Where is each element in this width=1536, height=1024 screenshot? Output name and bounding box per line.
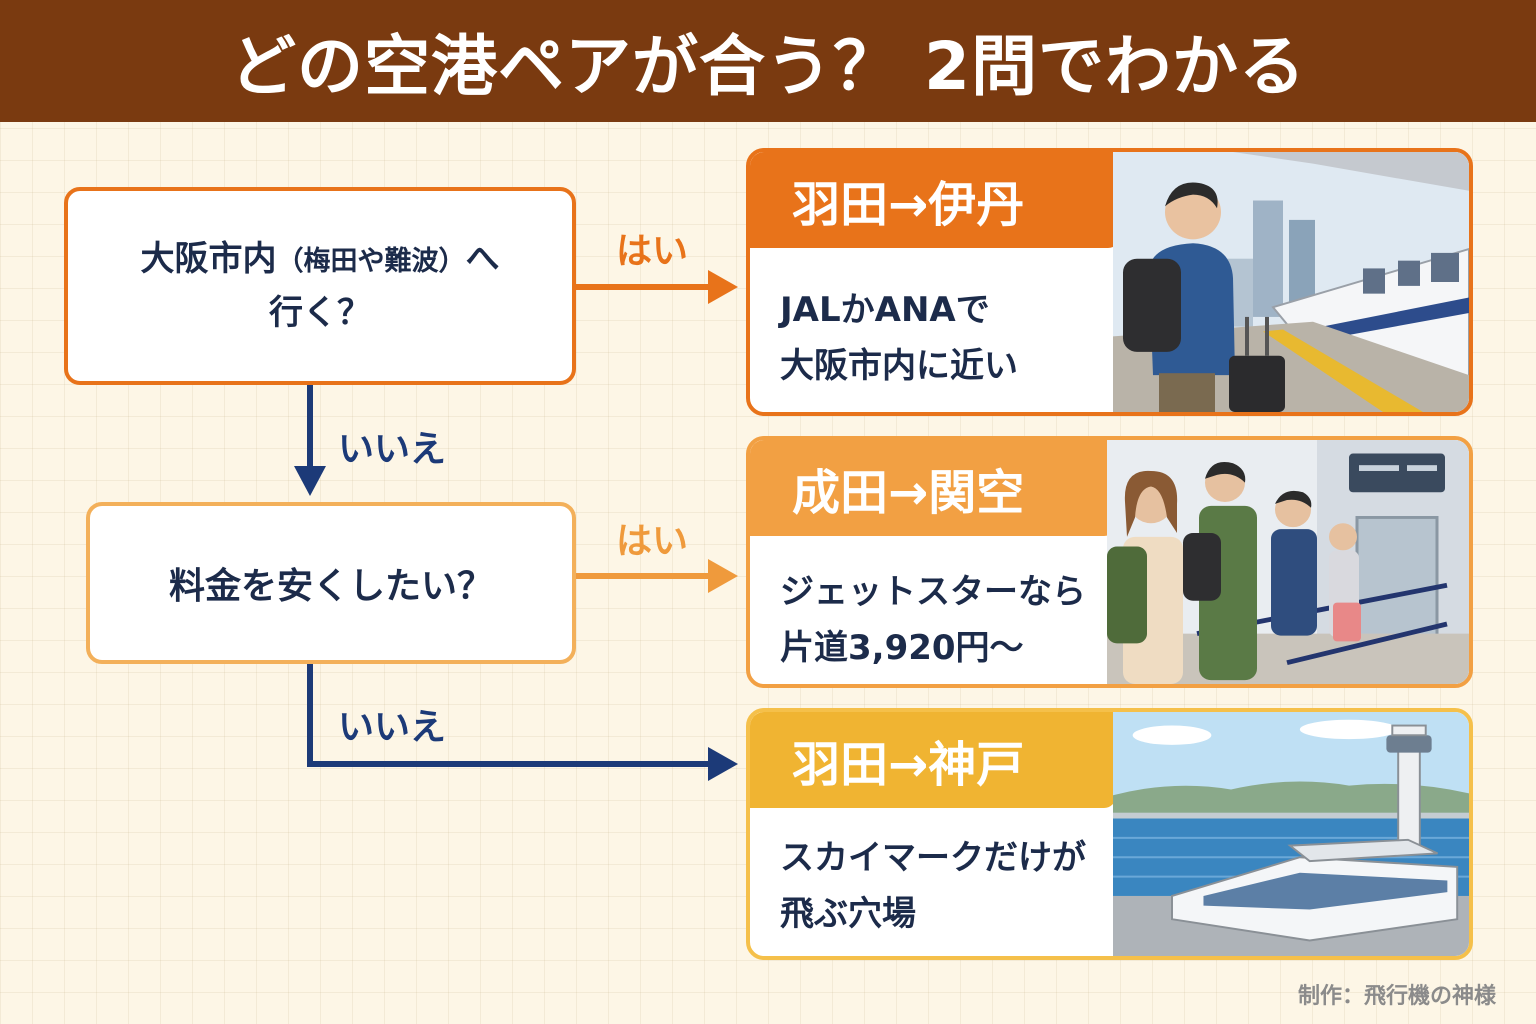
- route-description: JALかANAで 大阪市内に近い: [780, 282, 1018, 394]
- result-card-haneda-itami: 羽田→伊丹 JALかANAで 大阪市内に近い: [746, 148, 1473, 416]
- description-line-2: 片道3,920円～: [780, 628, 1024, 669]
- question-1-main: 大阪市内: [140, 238, 277, 279]
- route-description: スカイマークだけが 飛ぶ穴場: [780, 830, 1086, 942]
- question-1-paren: （梅田や難波）: [276, 245, 466, 277]
- description-line-1: スカイマークだけが: [780, 838, 1086, 878]
- route-tag: 成田→関空: [750, 440, 1116, 536]
- route-description: ジェットスターなら 片道3,920円～: [780, 564, 1086, 676]
- question-2-text: 料金を安くしたい？: [168, 566, 493, 607]
- result-card-narita-kansai: 成田→関空 ジェットスターなら 片道3,920円～: [746, 436, 1473, 688]
- no-label-2: いいえ: [338, 707, 447, 748]
- route-tag: 羽田→伊丹: [750, 152, 1120, 248]
- question-1-line2: 行く？: [269, 293, 371, 333]
- result-card-haneda-kobe: 羽田→神戸 スカイマークだけが 飛ぶ穴場: [746, 708, 1473, 960]
- page-title: どの空港ペアが合う？ 2問でわかる: [230, 28, 1306, 105]
- arrow-no-2: [307, 664, 738, 781]
- kobe-airport-illustration: [1113, 712, 1469, 956]
- yes-label-2: はい: [616, 521, 689, 562]
- arrow-no-1: [294, 385, 326, 496]
- description-line-2: 飛ぶ穴場: [780, 894, 916, 935]
- no-label-1: いいえ: [338, 429, 447, 470]
- description-line-1: JALかANAで: [780, 290, 990, 330]
- route-tag: 羽田→神戸: [750, 712, 1116, 808]
- arrow-yes-1: [576, 270, 738, 304]
- description-line-2: 大阪市内に近い: [780, 346, 1018, 387]
- description-line-1: ジェットスターなら: [780, 572, 1086, 612]
- header-banner: どの空港ペアが合う？ 2問でわかる: [0, 0, 1536, 122]
- boarding-queue-illustration: [1107, 440, 1469, 684]
- question-2-box: 料金を安くしたい？: [86, 502, 576, 664]
- arrow-yes-2: [576, 559, 738, 593]
- question-1-suffix: へ: [465, 238, 500, 279]
- train-station-illustration: [1113, 152, 1469, 412]
- question-1-box: 大阪市内（梅田や難波）へ 行く？: [64, 187, 576, 385]
- yes-label-1: はい: [616, 231, 689, 272]
- credit-text: 制作：飛行機の神様: [1297, 984, 1496, 1009]
